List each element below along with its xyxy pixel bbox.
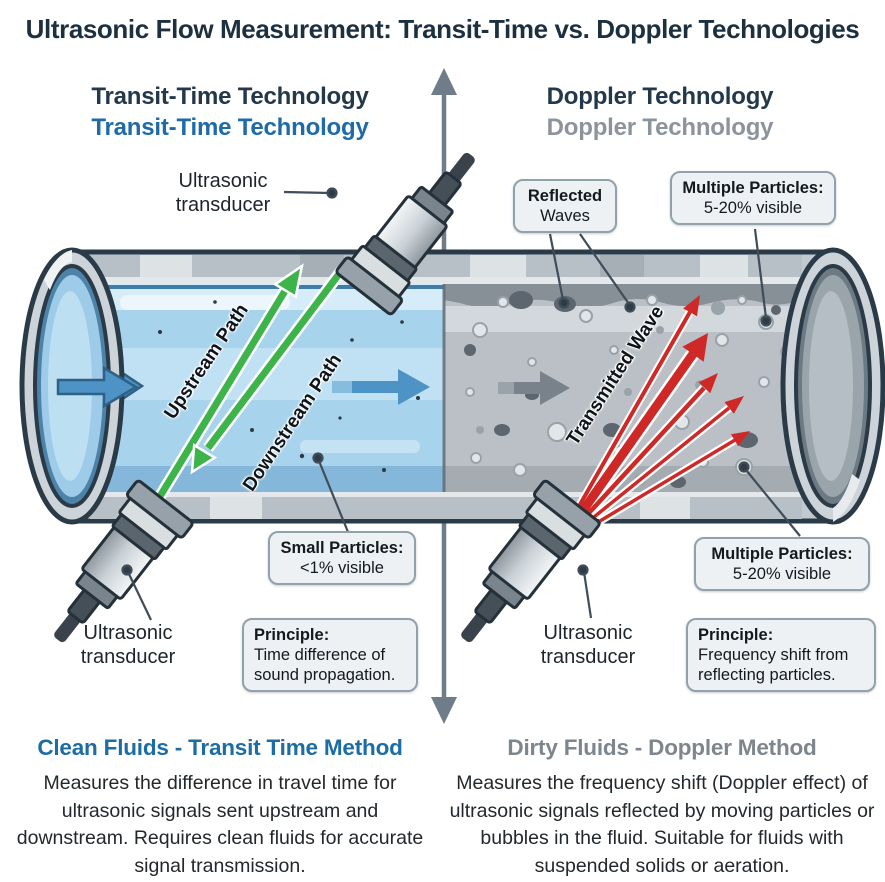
dirty-fluids-heading: Dirty Fluids - Doppler Method xyxy=(507,735,817,760)
callout-body: 5-20% visible xyxy=(732,565,832,584)
dirty-fluids-description: Measures the frequency shift (Doppler ef… xyxy=(449,772,875,878)
callout-reflected-waves: Reflected Waves xyxy=(513,179,617,234)
transducer-label-top-left: Ultrasonic transducer xyxy=(175,170,271,217)
doppler-heading-dark: Doppler Technology xyxy=(546,83,774,110)
callout-body: <1% visible xyxy=(300,559,384,578)
left-column-heading: Transit-Time Technology Transit-Time Tec… xyxy=(30,81,430,143)
callout-multiple-particles-top: Multiple Particles: 5-20% visible xyxy=(670,171,836,226)
dirty-fluids-section: Dirty Fluids - Doppler Method Measures t… xyxy=(446,735,878,881)
transit-time-heading-blue: Transit-Time Technology xyxy=(91,114,369,141)
callout-body: 5-20% visible xyxy=(703,199,803,218)
flow-arrow-dirty-icon xyxy=(498,371,570,405)
callout-multiple-particles-bottom: Multiple Particles: 5-20% visible xyxy=(694,537,870,592)
callout-title: Multiple Particles: xyxy=(711,545,853,563)
callout-title: Small Particles: xyxy=(280,539,404,557)
page-title: Ultrasonic Flow Measurement: Transit-Tim… xyxy=(25,14,860,44)
flow-arrow-opening-icon xyxy=(56,365,139,409)
transducer-label-bottom-right: Ultrasonic transducer xyxy=(540,622,636,669)
right-column-heading: Doppler Technology Doppler Technology xyxy=(455,81,865,143)
clean-fluids-section: Clean Fluids - Transit Time Method Measu… xyxy=(8,735,432,881)
callout-principle-right: Principle: Frequency shift from reflecti… xyxy=(686,618,876,693)
upstream-path-arrow xyxy=(142,263,304,520)
pipe-opening-right xyxy=(780,247,885,525)
callout-body: Waves xyxy=(540,207,590,226)
transducer-label-bottom-left: Ultrasonic transducer xyxy=(80,622,176,669)
callout-body: Time difference of sound propagation. xyxy=(254,646,396,685)
leader-lines xyxy=(121,187,801,621)
callout-principle-left: Principle: Time difference of sound prop… xyxy=(242,618,418,693)
clean-fluids-description: Measures the difference in travel time f… xyxy=(16,772,424,878)
callout-small-particles: Small Particles: <1% visible xyxy=(268,531,416,586)
downstream-path-arrow xyxy=(190,266,347,475)
doppler-heading-gray: Doppler Technology xyxy=(546,114,774,141)
flow-arrow-clean-icon xyxy=(332,369,430,405)
callout-title: Principle: xyxy=(254,626,330,644)
callout-body: Frequency shift from reflecting particle… xyxy=(698,646,849,685)
callout-title: Principle: xyxy=(698,626,774,644)
callout-title: Reflected xyxy=(527,187,603,205)
transmitted-wave-arrows xyxy=(574,295,750,525)
clean-fluids-heading: Clean Fluids - Transit Time Method xyxy=(37,735,403,760)
transit-time-heading-dark: Transit-Time Technology xyxy=(91,83,369,110)
callout-title: Multiple Particles: xyxy=(682,179,824,197)
